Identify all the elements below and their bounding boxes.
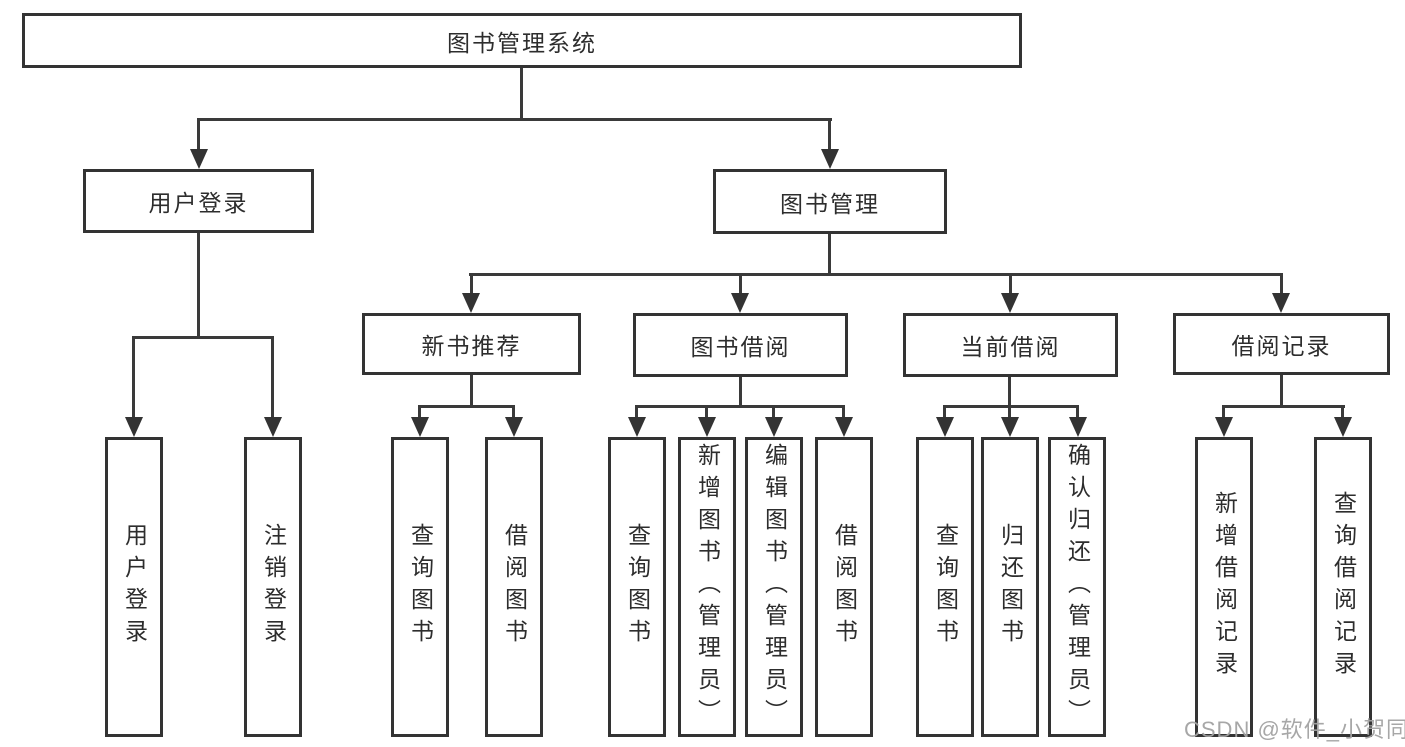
connector-line bbox=[943, 405, 946, 419]
node-new-book-recommendation: 新书推荐 bbox=[362, 313, 581, 375]
connector-line bbox=[705, 405, 708, 419]
arrow-down-icon bbox=[411, 417, 429, 437]
connector-line bbox=[828, 234, 831, 273]
connector-line bbox=[470, 375, 473, 405]
connector-line bbox=[943, 405, 1079, 408]
node-library-system: 图书管理系统 bbox=[22, 13, 1022, 68]
connector-line bbox=[1076, 405, 1079, 419]
arrow-down-icon bbox=[462, 293, 480, 313]
leaf-logout: 注销登录 bbox=[244, 437, 302, 737]
connector-line bbox=[197, 118, 832, 121]
arrow-down-icon bbox=[821, 149, 839, 169]
node-borrowing-records: 借阅记录 bbox=[1173, 313, 1390, 375]
leaf-add-book-admin: 新增图书（管理员） bbox=[678, 437, 736, 737]
connector-line bbox=[470, 273, 473, 295]
arrow-down-icon bbox=[628, 417, 646, 437]
leaf-edit-book-admin: 编辑图书（管理员） bbox=[745, 437, 803, 737]
arrow-down-icon bbox=[835, 417, 853, 437]
connector-line bbox=[1008, 377, 1011, 405]
connector-line bbox=[512, 405, 515, 419]
arrow-down-icon bbox=[125, 417, 143, 437]
node-label: 借阅图书 bbox=[501, 523, 528, 651]
node-label: 注销登录 bbox=[260, 523, 287, 651]
arrow-down-icon bbox=[936, 417, 954, 437]
connector-line bbox=[520, 68, 523, 118]
connector-line bbox=[132, 336, 274, 339]
node-current-borrowing: 当前借阅 bbox=[903, 313, 1118, 377]
node-user-login: 用户登录 bbox=[83, 169, 314, 233]
leaf-query-books-borrowing: 查询图书 bbox=[608, 437, 666, 737]
connector-line bbox=[1222, 405, 1345, 408]
node-label: 新书推荐 bbox=[421, 333, 522, 359]
arrow-down-icon bbox=[505, 417, 523, 437]
arrow-down-icon bbox=[731, 293, 749, 313]
node-label: 查询借阅记录 bbox=[1330, 491, 1357, 683]
connector-line bbox=[1009, 273, 1012, 295]
connector-line bbox=[418, 405, 515, 408]
leaf-user-login: 用户登录 bbox=[105, 437, 163, 737]
arrow-down-icon bbox=[1001, 417, 1019, 437]
leaf-add-borrow-record: 新增借阅记录 bbox=[1195, 437, 1253, 737]
connector-line bbox=[197, 233, 200, 336]
connector-line bbox=[271, 336, 274, 419]
node-book-management: 图书管理 bbox=[713, 169, 947, 234]
connector-line bbox=[772, 405, 775, 419]
connector-line bbox=[635, 405, 845, 408]
arrow-down-icon bbox=[1215, 417, 1233, 437]
node-label: 归还图书 bbox=[997, 523, 1024, 651]
node-label: 图书管理系统 bbox=[447, 29, 597, 56]
node-label: 图书借阅 bbox=[690, 334, 791, 360]
node-label: 用户登录 bbox=[148, 190, 249, 216]
leaf-return-book: 归还图书 bbox=[981, 437, 1039, 737]
node-label: 借阅记录 bbox=[1231, 333, 1332, 359]
csdn-watermark: CSDN @软件_小贺同学 bbox=[1184, 717, 1405, 742]
connector-line bbox=[739, 273, 742, 295]
node-label: 借阅图书 bbox=[831, 523, 858, 651]
connector-line bbox=[635, 405, 638, 419]
connector-line bbox=[197, 118, 200, 151]
node-label: 确认归还（管理员） bbox=[1064, 443, 1091, 731]
connector-line bbox=[132, 336, 135, 419]
node-label: 查询图书 bbox=[624, 523, 651, 651]
connector-line bbox=[469, 273, 1282, 276]
connector-line bbox=[828, 118, 831, 151]
leaf-borrow-books-borrowing: 借阅图书 bbox=[815, 437, 873, 737]
arrow-down-icon bbox=[1272, 293, 1290, 313]
node-label: 查询图书 bbox=[932, 523, 959, 651]
node-label: 新增借阅记录 bbox=[1211, 491, 1238, 683]
arrow-down-icon bbox=[190, 149, 208, 169]
arrow-down-icon bbox=[1069, 417, 1087, 437]
node-label: 用户登录 bbox=[121, 523, 148, 651]
leaf-confirm-return-admin: 确认归还（管理员） bbox=[1048, 437, 1106, 737]
arrow-down-icon bbox=[1001, 293, 1019, 313]
node-label: 新增图书（管理员） bbox=[694, 443, 721, 731]
arrow-down-icon bbox=[264, 417, 282, 437]
connector-line bbox=[1222, 405, 1225, 419]
node-label: 查询图书 bbox=[407, 523, 434, 651]
node-label: 编辑图书（管理员） bbox=[761, 443, 788, 731]
leaf-query-borrow-record: 查询借阅记录 bbox=[1314, 437, 1372, 737]
connector-line bbox=[418, 405, 421, 419]
connector-line bbox=[739, 377, 742, 405]
connector-line bbox=[1008, 405, 1011, 419]
arrow-down-icon bbox=[1334, 417, 1352, 437]
connector-line bbox=[1341, 405, 1344, 419]
arrow-down-icon bbox=[698, 417, 716, 437]
connector-line bbox=[1280, 375, 1283, 405]
leaf-query-books-current: 查询图书 bbox=[916, 437, 974, 737]
connector-line bbox=[1280, 273, 1283, 295]
node-label: 图书管理 bbox=[780, 190, 880, 217]
node-label: 当前借阅 bbox=[960, 334, 1061, 360]
leaf-query-books-recommend: 查询图书 bbox=[391, 437, 449, 737]
arrow-down-icon bbox=[765, 417, 783, 437]
connector-line bbox=[842, 405, 845, 419]
leaf-borrow-books-recommend: 借阅图书 bbox=[485, 437, 543, 737]
node-book-borrowing: 图书借阅 bbox=[633, 313, 848, 377]
